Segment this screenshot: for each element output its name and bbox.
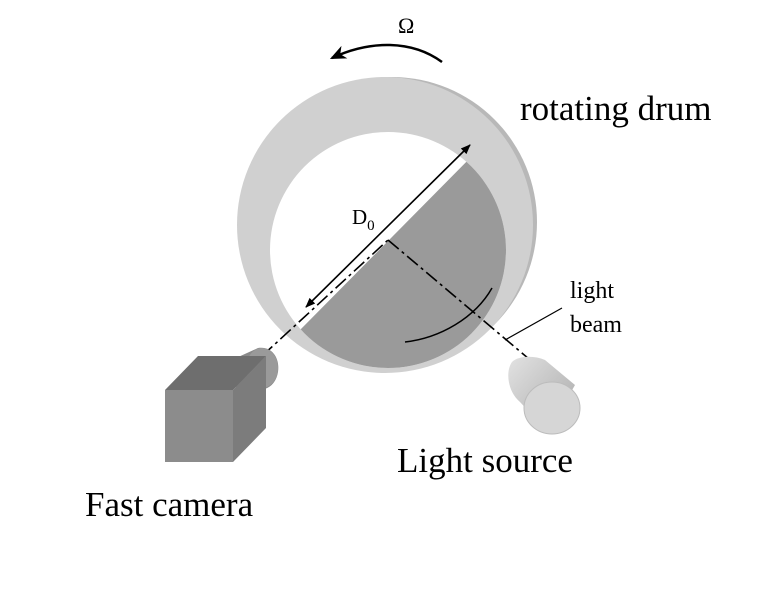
beam-label-line2: beam: [570, 312, 622, 338]
granular-material: [270, 148, 506, 368]
rotation-arrow-icon: [329, 43, 443, 64]
light-beam-line: [387, 239, 549, 376]
diameter-subscript: 0: [367, 218, 375, 234]
beam-label-leader: [504, 307, 563, 341]
drum-label: rotating drum: [520, 89, 712, 128]
camera-sight-line: [261, 239, 389, 357]
diameter-arrow: [305, 144, 471, 308]
camera-icon: [165, 347, 279, 462]
light-source-label: Light source: [397, 441, 573, 480]
omega-label: Ω: [398, 13, 414, 38]
beam-label-line1: light: [570, 278, 614, 304]
light-source-icon: [508, 356, 581, 435]
drum-rim-edge: [404, 287, 493, 343]
diameter-symbol: D: [352, 205, 367, 229]
diameter-label: D0: [352, 205, 375, 234]
camera-label: Fast camera: [85, 485, 254, 524]
